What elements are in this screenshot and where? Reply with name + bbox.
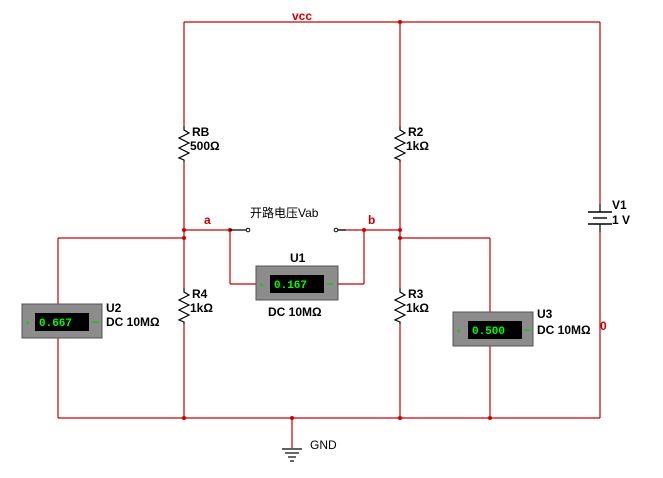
source-value: 1 V <box>612 213 630 227</box>
net-label-a: a <box>204 213 211 227</box>
resistor-r2-name: R2 <box>408 125 424 139</box>
resistor-symbol <box>393 126 407 162</box>
voltmeter-u1[interactable]: 0.167 + <box>255 265 339 301</box>
resistor-r2: R2 1kΩ <box>393 125 429 162</box>
meter-reading: 0.667 <box>39 318 72 330</box>
meter-display <box>35 313 89 331</box>
junction-dot <box>398 416 402 420</box>
ground-label: GND <box>310 438 337 452</box>
ground-symbol <box>282 448 302 462</box>
resistor-symbol <box>393 288 407 324</box>
resistor-r3-name: R3 <box>408 287 424 301</box>
junction-dot <box>182 416 186 420</box>
resistor-r3: R3 1kΩ <box>393 287 429 324</box>
junction-dot <box>362 228 366 232</box>
meter-u3-mode: DC 10MΩ <box>537 323 591 337</box>
switch-contact-left <box>245 227 251 233</box>
switch-label: 开路电压Vab <box>250 205 319 220</box>
junction-dot <box>398 236 402 240</box>
voltage-source-v1: V1 1 V <box>588 198 630 232</box>
junction-dot <box>182 236 186 240</box>
source-name: V1 <box>612 198 627 212</box>
resistor-r4: R4 1kΩ <box>177 287 213 324</box>
meter-plus-terminal: + <box>456 326 461 336</box>
junction-dot <box>488 416 492 420</box>
meter-display <box>270 275 324 293</box>
junction-dot <box>398 20 402 24</box>
meter-reading: 0.500 <box>472 326 505 338</box>
net-label-b: b <box>368 213 375 227</box>
meter-display <box>468 321 522 339</box>
meter-reading: 0.167 <box>274 280 307 292</box>
resistor-r2-value: 1kΩ <box>406 139 429 153</box>
junction-dot <box>290 416 294 420</box>
junction-dot <box>182 228 186 232</box>
resistor-rb-name: RB <box>192 125 210 139</box>
resistor-symbol <box>177 126 191 162</box>
resistor-symbol <box>177 288 191 324</box>
resistor-r4-name: R4 <box>192 287 208 301</box>
meter-u3-name: U3 <box>537 307 553 321</box>
net-label-zero: 0 <box>600 319 607 333</box>
switch-contact-right <box>333 227 339 233</box>
junctions <box>182 20 492 420</box>
voltmeter-u2[interactable]: 0.667 + <box>21 303 103 339</box>
meter-u1-mode: DC 10MΩ <box>268 305 322 319</box>
net-label-vcc: vcc <box>292 9 312 23</box>
resistor-rb-value: 500Ω <box>190 139 220 153</box>
resistor-rb: RB 500Ω <box>177 125 220 162</box>
resistor-r3-value: 1kΩ <box>406 301 429 315</box>
meter-plus-terminal: + <box>25 318 30 328</box>
meter-plus-terminal: + <box>259 280 264 290</box>
open-switch <box>230 227 346 233</box>
voltmeter-u3[interactable]: 0.500 + <box>452 311 534 347</box>
meter-u2-mode: DC 10MΩ <box>106 315 160 329</box>
meter-u1-name: U1 <box>290 251 306 265</box>
wires <box>57 21 601 448</box>
meter-u2-name: U2 <box>106 301 122 315</box>
resistor-r4-value: 1kΩ <box>190 301 213 315</box>
junction-dot <box>398 228 402 232</box>
